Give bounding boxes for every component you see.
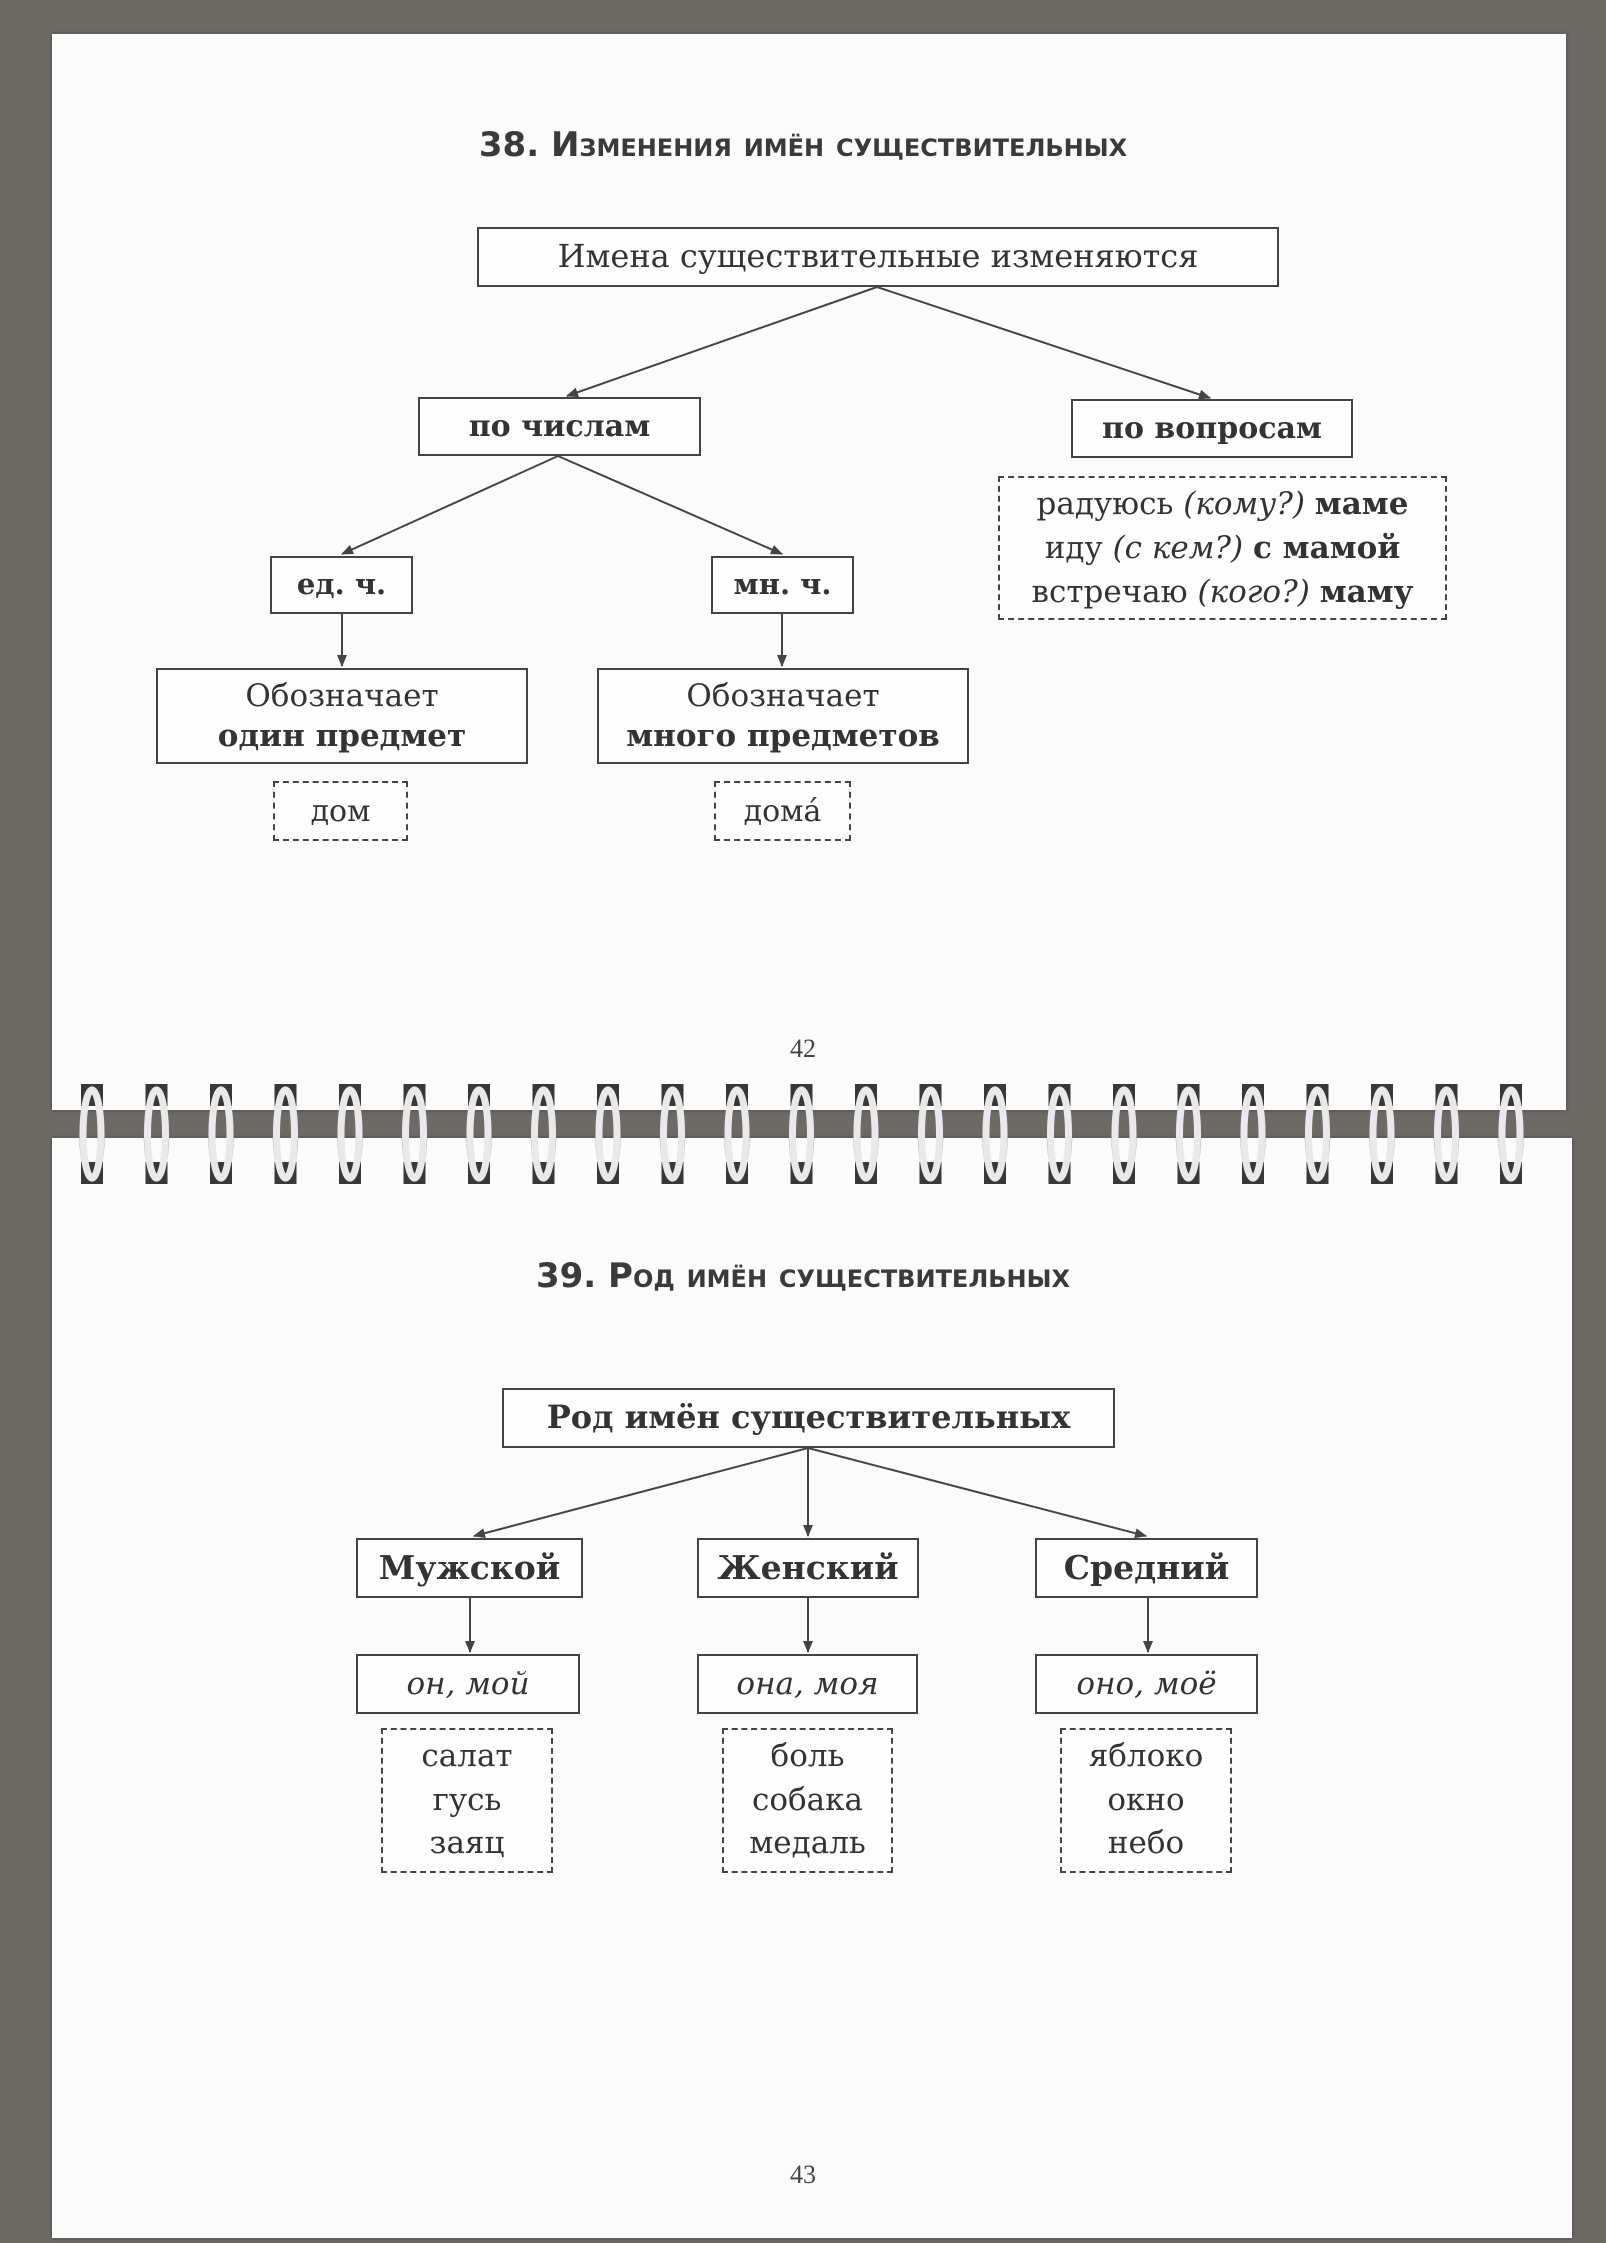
plural-meaning-line1: Обозначает (686, 677, 880, 714)
singular-meaning-line2: один предмет (217, 718, 467, 754)
node-masculine: Мужской (356, 1538, 583, 1598)
page-title-top: 38. Изменения имён существительных (478, 125, 1128, 165)
neuter-examples-box: яблоко окно небо (1060, 1728, 1232, 1873)
page-number-top: 42 (790, 1034, 816, 1063)
feminine-pronouns-box: она, моя (697, 1654, 918, 1714)
masculine-example: салат (421, 1738, 513, 1775)
spiral-ring (595, 1084, 621, 1184)
root-node-gender-label: Род имён существительных (546, 1398, 1071, 1437)
spiral-ring (724, 1084, 750, 1184)
question-example-2: иду (с кем?) с мамой (1044, 529, 1401, 566)
spiral-ring (143, 1084, 170, 1184)
question-example-3: встречаю (кого?) маму (1031, 574, 1414, 610)
node-neuter-label: Средний (1063, 1547, 1230, 1587)
spiral-ring (401, 1084, 428, 1184)
spiral-ring (530, 1084, 557, 1184)
node-singular: ед. ч. (270, 556, 413, 614)
node-singular-label: ед. ч. (296, 567, 387, 602)
spiral-ring (1433, 1084, 1460, 1184)
feminine-example: боль (770, 1738, 845, 1775)
spiral-ring (1046, 1084, 1073, 1184)
plural-meaning-box: Обозначает много предметов (597, 668, 969, 764)
feminine-pronouns: она, моя (736, 1665, 879, 1702)
singular-meaning-line1: Обозначает (245, 677, 439, 714)
masculine-examples-box: салат гусь заяц (381, 1728, 553, 1873)
node-by-number-label: по числам (468, 409, 651, 444)
page-title-bottom: 39. Род имён существительных (535, 1256, 1071, 1296)
spiral-ring (1369, 1084, 1395, 1184)
neuter-example: небо (1107, 1825, 1185, 1862)
masculine-example: гусь (432, 1781, 502, 1818)
spiral-ring (466, 1084, 492, 1184)
feminine-example: медаль (749, 1825, 866, 1862)
spiral-ring (659, 1084, 686, 1184)
neuter-example: окно (1107, 1781, 1185, 1818)
plural-example: домá (743, 793, 822, 829)
singular-example-box: дом (273, 781, 408, 841)
plural-example-box: домá (714, 781, 851, 841)
spiral-ring (1304, 1084, 1331, 1184)
masculine-pronouns: он, мой (406, 1665, 530, 1702)
spiral-ring (788, 1084, 815, 1184)
node-neuter: Средний (1035, 1538, 1258, 1598)
spiral-ring (1240, 1084, 1266, 1184)
feminine-example: собака (751, 1781, 864, 1818)
spiral-ring (79, 1084, 105, 1184)
question-examples-box: радуюсь (кому?) маме иду (с кем?) с мамо… (998, 476, 1447, 620)
masculine-example: заяц (429, 1825, 505, 1862)
neuter-pronouns-box: оно, моё (1035, 1654, 1258, 1714)
node-by-number: по числам (418, 397, 701, 456)
spiral-ring (982, 1084, 1008, 1184)
node-masculine-label: Мужской (378, 1547, 561, 1587)
singular-meaning-box: Обозначает один предмет (156, 668, 528, 764)
feminine-examples-box: боль собака медаль (722, 1728, 893, 1873)
masculine-pronouns-box: он, мой (356, 1654, 580, 1714)
neuter-pronouns: оно, моё (1076, 1665, 1217, 1702)
spiral-ring (272, 1084, 299, 1184)
root-node-changes: Имена существительные изменяются (477, 227, 1279, 287)
root-node-gender: Род имён существительных (502, 1388, 1115, 1448)
spiral-ring (337, 1084, 363, 1184)
node-plural-label: мн. ч. (733, 567, 832, 602)
spiral-ring (917, 1084, 944, 1184)
spiral-ring (1498, 1084, 1524, 1184)
arrow-root-to-by-question (876, 286, 1211, 400)
spiral-ring (853, 1084, 879, 1184)
arrow-root-to-masculine (473, 1447, 809, 1539)
node-feminine-label: Женский (717, 1547, 899, 1587)
node-by-question-label: по вопросам (1102, 411, 1322, 446)
arrow-root-to-by-number (566, 286, 878, 398)
page-number-bottom: 43 (790, 2160, 816, 2189)
plural-meaning-line2: много предметов (626, 718, 940, 754)
arrow-number-to-plural (557, 455, 783, 555)
spiral-binding (79, 1084, 1524, 1184)
spiral-ring (1111, 1084, 1137, 1184)
question-example-1: радуюсь (кому?) маме (1036, 485, 1409, 522)
arrow-root-to-neuter (807, 1447, 1147, 1539)
neuter-example: яблоко (1088, 1738, 1204, 1775)
node-plural: мн. ч. (711, 556, 854, 614)
arrow-number-to-singular (341, 455, 559, 555)
root-node-label: Имена существительные изменяются (557, 237, 1199, 276)
spiral-ring (1175, 1084, 1202, 1184)
node-by-question: по вопросам (1071, 399, 1353, 458)
spiral-ring (208, 1084, 234, 1184)
node-feminine: Женский (697, 1538, 919, 1598)
singular-example: дом (310, 793, 371, 829)
